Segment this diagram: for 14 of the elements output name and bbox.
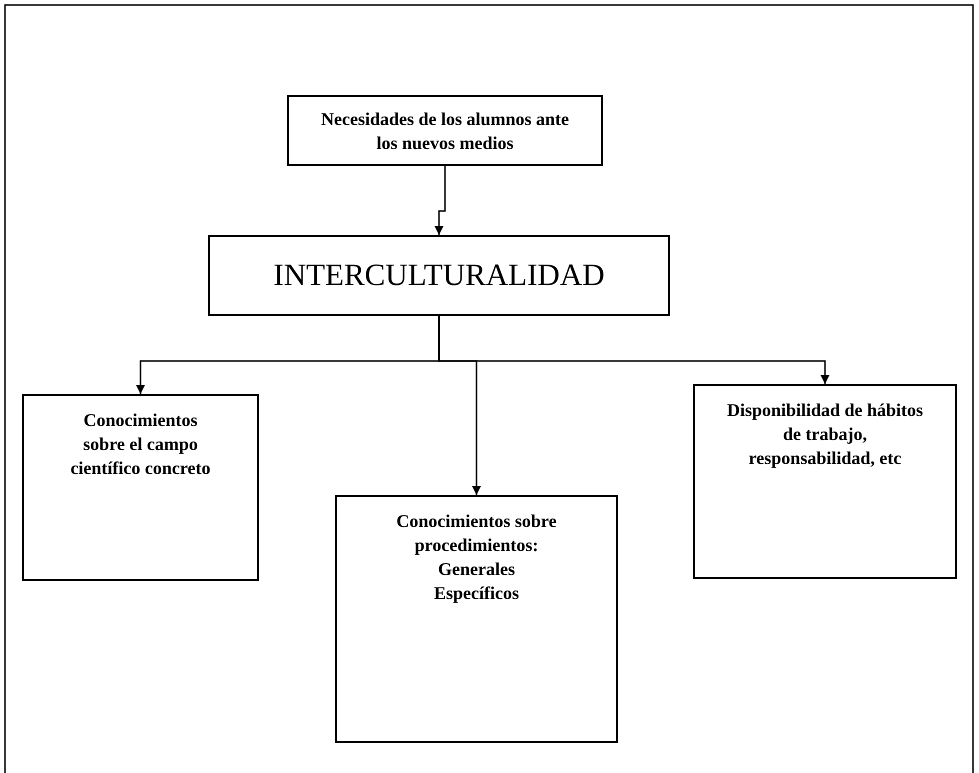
text-box	[208, 235, 670, 316]
text-box	[335, 495, 618, 743]
text-box	[287, 95, 603, 166]
box-text: Conocimientos sobre procedimientos:	[395, 510, 558, 557]
arrow	[438, 316, 830, 384]
box-text: Conocimientos sobre el campo científico concreto	[69, 409, 212, 480]
box-text: Específicos	[433, 582, 520, 605]
arrow	[434, 166, 446, 235]
box-text: Disponibilidad de hábitos de trabajo, responsabilidad, etc	[726, 399, 924, 470]
text-box	[693, 384, 957, 579]
heading-text: INTERCULTURALIDAD	[272, 257, 606, 293]
box-text: Generales	[437, 558, 516, 581]
text-box	[22, 394, 259, 581]
box-text: Necesidades de los alumnos ante los nuevos medios	[320, 108, 570, 155]
